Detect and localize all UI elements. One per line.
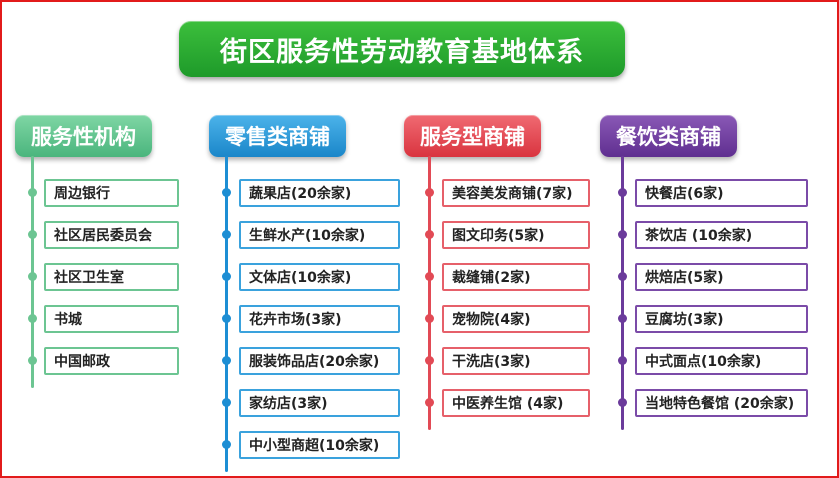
list-item: 干洗店(3家) [442, 347, 590, 375]
column-connector-line [428, 156, 431, 430]
list-item: 豆腐坊(3家) [635, 305, 808, 333]
list-item: 中式面点(10余家) [635, 347, 808, 375]
list-item: 中国邮政 [44, 347, 179, 375]
list-item: 中医养生馆 (4家) [442, 389, 590, 417]
list-item: 社区居民委员会 [44, 221, 179, 249]
list-item: 中小型商超(10余家) [239, 431, 400, 459]
list-item: 快餐店(6家) [635, 179, 808, 207]
bullet-dot [425, 188, 434, 197]
bullet-dot [618, 272, 627, 281]
bullet-dot [222, 440, 231, 449]
bullet-dot [222, 314, 231, 323]
list-item: 裁缝铺(2家) [442, 263, 590, 291]
list-item: 美容美发商铺(7家) [442, 179, 590, 207]
bullet-dot [425, 272, 434, 281]
list-item: 生鲜水产(10余家) [239, 221, 400, 249]
list-item: 宠物院(4家) [442, 305, 590, 333]
column-connector-line [621, 156, 624, 430]
bullet-dot [618, 356, 627, 365]
bullet-dot [28, 272, 37, 281]
list-item: 茶饮店 (10余家) [635, 221, 808, 249]
bullet-dot [222, 356, 231, 365]
bullet-dot [425, 314, 434, 323]
bullet-dot [28, 314, 37, 323]
list-item: 文体店(10余家) [239, 263, 400, 291]
list-item: 花卉市场(3家) [239, 305, 400, 333]
list-item: 蔬果店(20余家) [239, 179, 400, 207]
list-item: 家纺店(3家) [239, 389, 400, 417]
bullet-dot [28, 230, 37, 239]
bullet-dot [28, 356, 37, 365]
bullet-dot [28, 188, 37, 197]
bullet-dot [618, 230, 627, 239]
list-item: 烘焙店(5家) [635, 263, 808, 291]
bullet-dot [618, 398, 627, 407]
bullet-dot [222, 230, 231, 239]
column-header: 餐饮类商铺 [600, 115, 737, 157]
bullet-dot [222, 272, 231, 281]
diagram-title: 街区服务性劳动教育基地体系 [179, 21, 625, 77]
column-header: 服务性机构 [15, 115, 152, 157]
list-item: 服装饰品店(20余家) [239, 347, 400, 375]
bullet-dot [425, 398, 434, 407]
column-header: 零售类商铺 [209, 115, 346, 157]
column-header: 服务型商铺 [404, 115, 541, 157]
list-item: 图文印务(5家) [442, 221, 590, 249]
bullet-dot [618, 188, 627, 197]
list-item: 周边银行 [44, 179, 179, 207]
list-item: 社区卫生室 [44, 263, 179, 291]
bullet-dot [618, 314, 627, 323]
list-item: 当地特色餐馆 (20余家) [635, 389, 808, 417]
bullet-dot [425, 230, 434, 239]
bullet-dot [222, 188, 231, 197]
bullet-dot [222, 398, 231, 407]
bullet-dot [425, 356, 434, 365]
list-item: 书城 [44, 305, 179, 333]
